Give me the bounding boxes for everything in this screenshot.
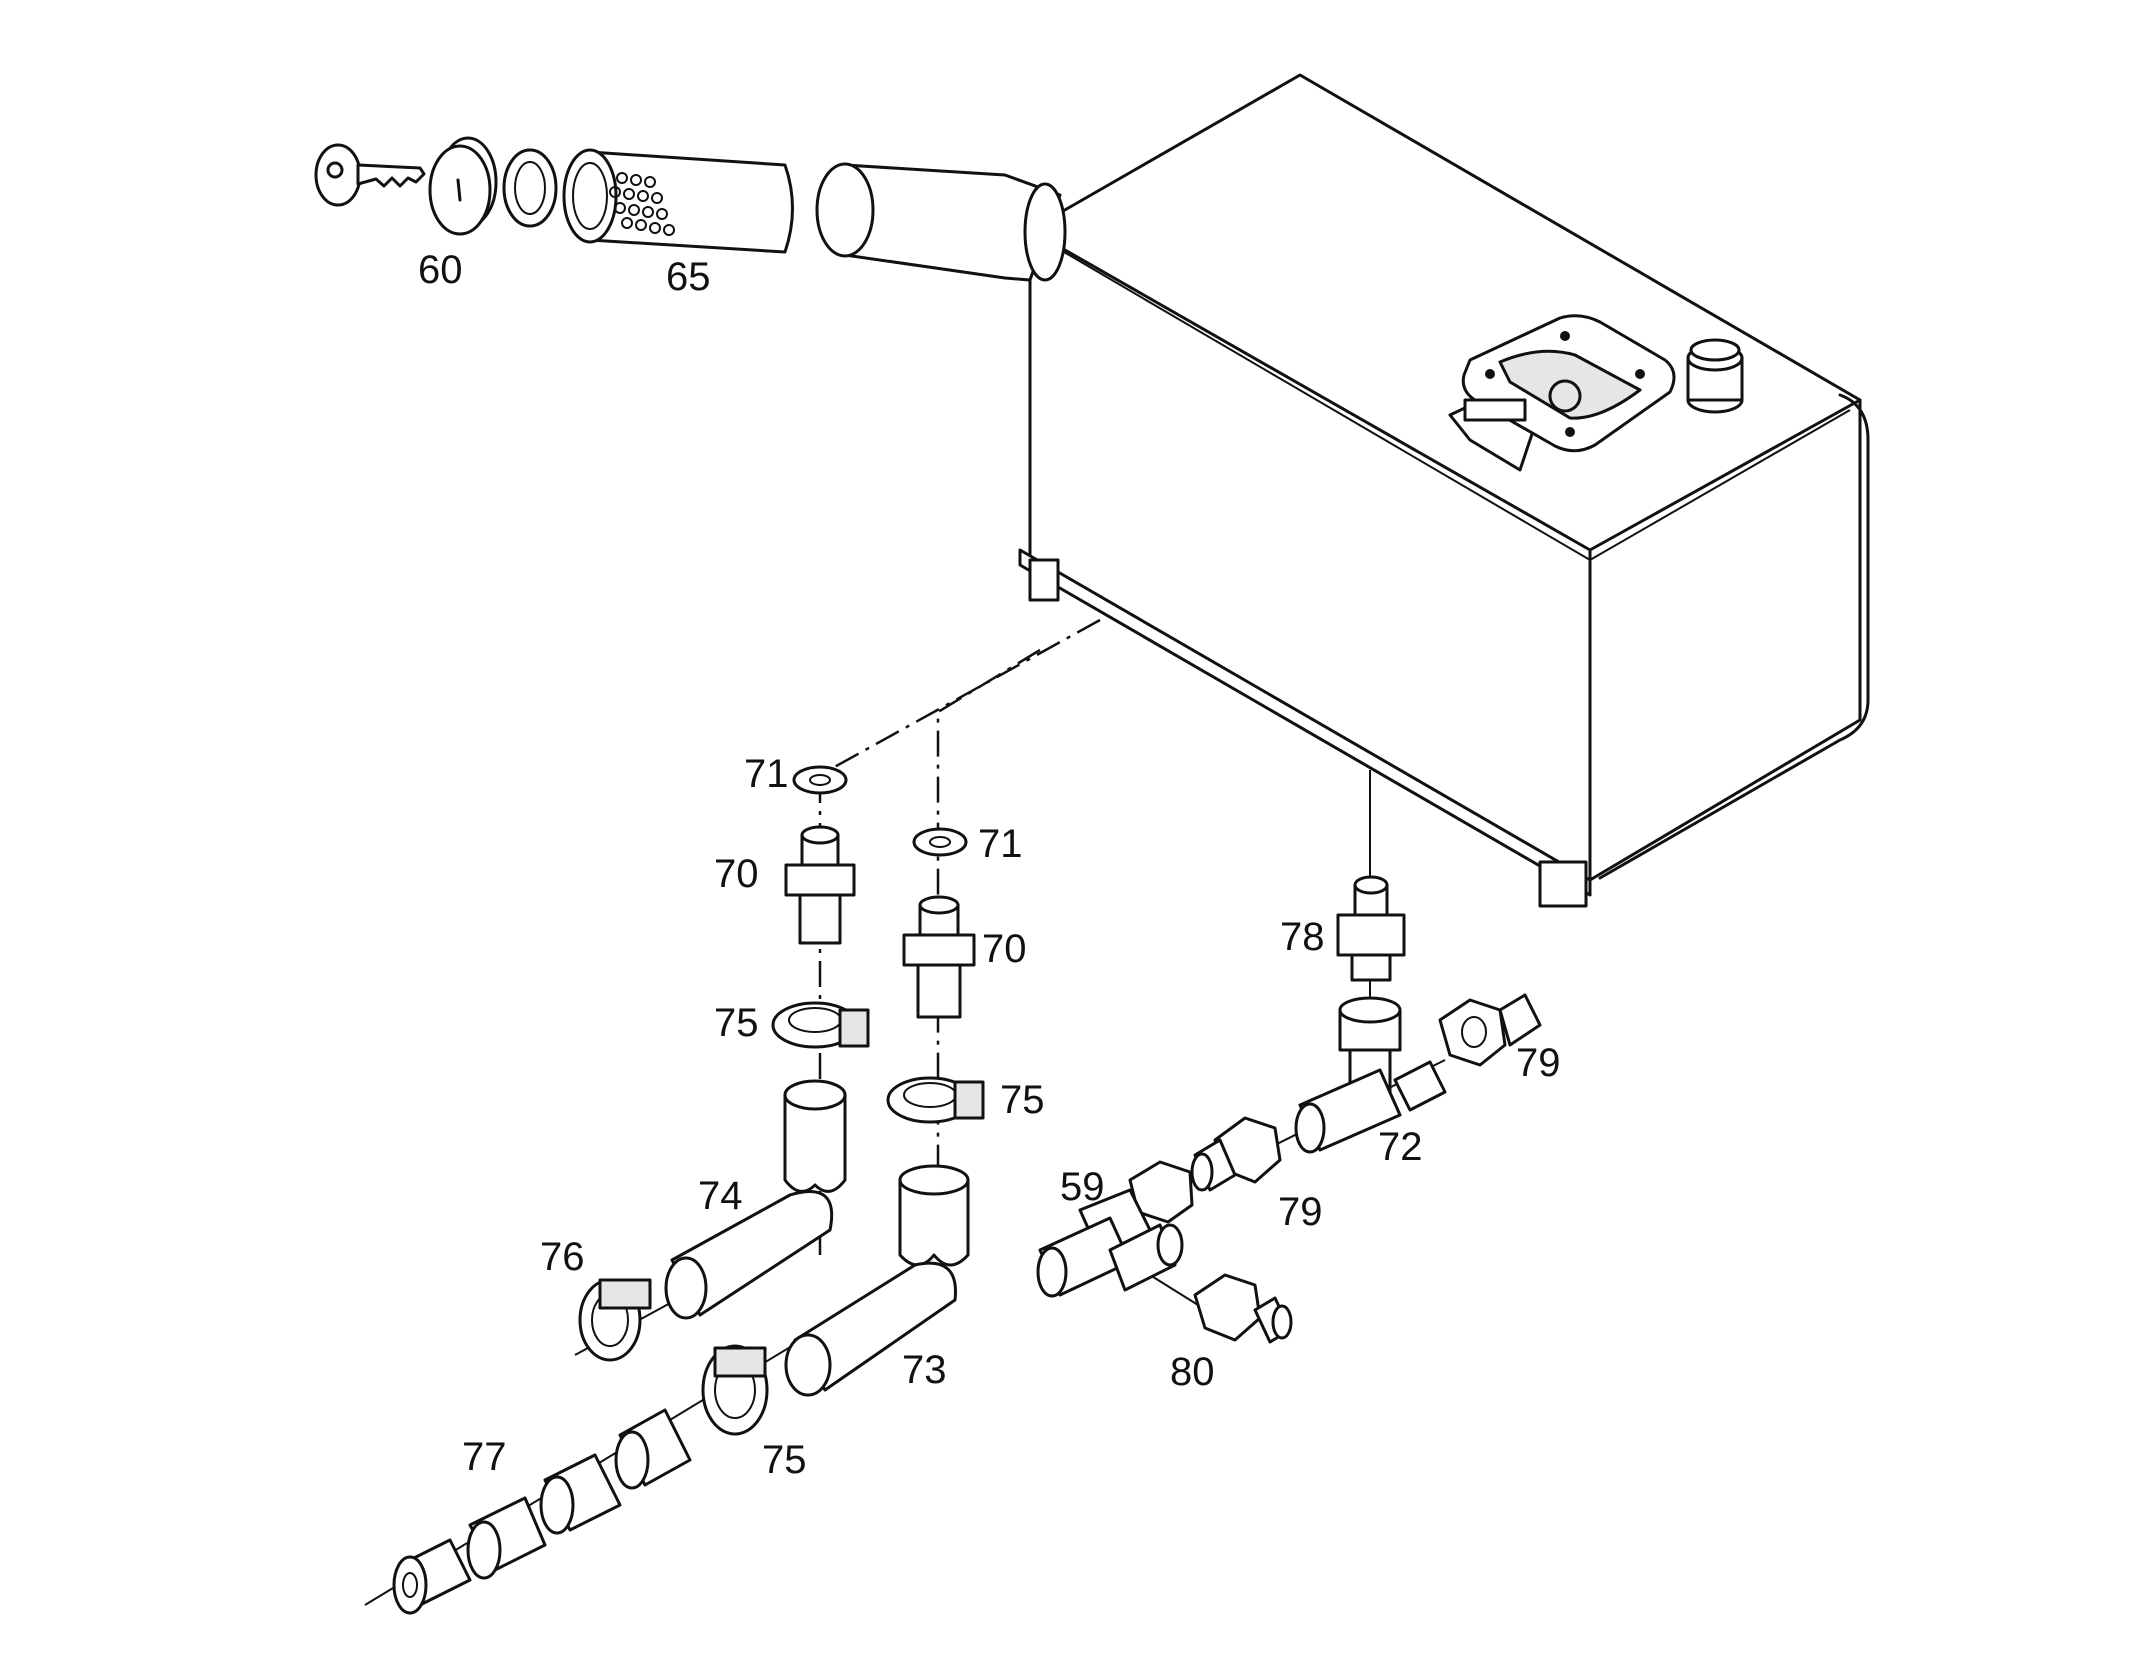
hose-connector-77 — [392, 1408, 692, 1615]
label-78: 78 — [1280, 915, 1325, 959]
washer-71-right — [912, 827, 968, 857]
label-70-right: 70 — [982, 927, 1027, 971]
sealing-ring — [502, 148, 558, 228]
label-75-left: 75 — [714, 1001, 759, 1045]
union-70-right — [902, 895, 976, 1019]
hose-73 — [784, 1164, 970, 1397]
fitting-79-left — [1190, 1116, 1282, 1192]
tee-72 — [1294, 996, 1447, 1154]
part-labels: 60 65 71 71 70 70 75 75 75 74 76 73 77 7… — [418, 248, 1561, 1482]
label-70-left: 70 — [714, 852, 759, 896]
label-76: 76 — [540, 1235, 585, 1279]
filler-cap-60 — [428, 136, 498, 236]
hose-clamp-75-lower — [701, 1344, 769, 1436]
label-60: 60 — [418, 248, 463, 292]
label-59: 59 — [1060, 1165, 1105, 1209]
union-70-left — [784, 825, 856, 945]
hose-clamp-75-middle — [886, 1076, 985, 1124]
tank-lid — [1448, 314, 1676, 472]
label-65: 65 — [666, 255, 711, 299]
key — [314, 143, 426, 207]
assembly-line-left — [818, 618, 1101, 1255]
hose-clamp-76 — [578, 1278, 652, 1362]
fitting-78 — [1336, 875, 1406, 982]
tee-59 — [1036, 1160, 1194, 1298]
tank — [1018, 73, 1870, 908]
tank-vent-cap — [1686, 338, 1744, 414]
label-80: 80 — [1170, 1350, 1215, 1394]
assembly-line-middle — [936, 648, 1041, 1190]
label-75-middle: 75 — [1000, 1078, 1045, 1122]
label-79-right: 79 — [1516, 1041, 1561, 1085]
label-77: 77 — [462, 1435, 507, 1479]
fitting-79-right — [1438, 993, 1542, 1067]
label-71-right: 71 — [978, 822, 1023, 866]
filler-neck — [815, 162, 1067, 282]
washer-71-left — [792, 765, 848, 795]
hose-74 — [664, 1079, 847, 1320]
label-71-left: 71 — [744, 752, 789, 796]
fitting-80 — [1193, 1273, 1293, 1344]
label-72: 72 — [1378, 1125, 1423, 1169]
label-74: 74 — [698, 1174, 743, 1218]
hose-clamp-75-left — [771, 1001, 870, 1049]
strainer-65 — [562, 148, 794, 254]
label-79-left: 79 — [1278, 1190, 1323, 1234]
label-75-lower: 75 — [762, 1438, 807, 1482]
label-73: 73 — [902, 1348, 947, 1392]
